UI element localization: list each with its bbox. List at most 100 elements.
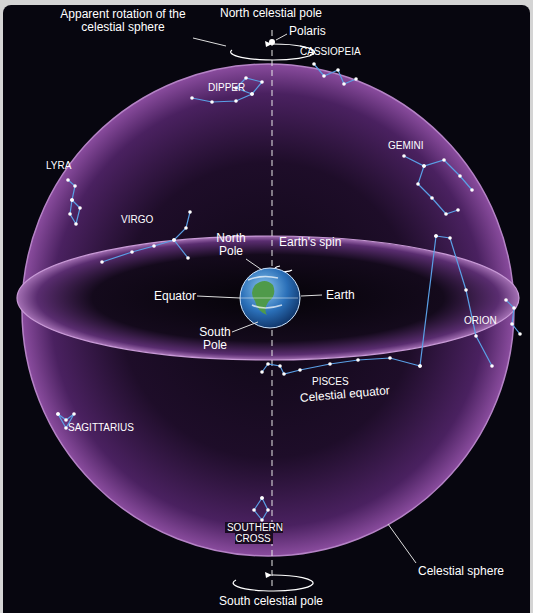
star: [418, 364, 422, 368]
star: [266, 508, 270, 512]
star: [74, 222, 78, 226]
constellation-figure: [262, 358, 420, 374]
star: [416, 182, 420, 186]
star: [444, 212, 448, 216]
annotation-label: North celestial pole: [196, 7, 346, 20]
annotation-label: Celestial sphere: [418, 565, 528, 578]
star: [260, 496, 264, 500]
constellation-figure: [174, 240, 188, 258]
star: [73, 184, 77, 188]
annotation-label: North Pole: [208, 232, 254, 258]
star: [260, 496, 264, 500]
star: [402, 154, 406, 158]
star: [250, 92, 254, 96]
earth-clouds: [248, 276, 282, 308]
constellation-name: CASSIOPEIA: [300, 46, 390, 57]
annotation-label: Apparent rotation of the celestial spher…: [54, 8, 192, 34]
constellation-figure: [418, 166, 458, 214]
annotation-label: South Pole: [195, 326, 235, 352]
star: [56, 412, 60, 416]
star: [312, 62, 316, 66]
star: [152, 244, 156, 248]
star: [260, 370, 264, 374]
star: [278, 364, 282, 368]
constellation-name: VIRGO: [121, 214, 181, 225]
star: [64, 418, 68, 422]
star: [458, 174, 462, 178]
star: [422, 164, 426, 168]
constellation-name: SOUTHERN CROSS: [214, 522, 294, 544]
star: [188, 210, 192, 214]
star: [244, 76, 248, 80]
star: [354, 77, 358, 81]
star: [336, 68, 340, 72]
star: [422, 164, 426, 168]
star: [448, 236, 452, 240]
star: [68, 212, 72, 216]
annotation-label: Polaris: [289, 25, 349, 38]
celestial-equator-plane: [17, 236, 519, 360]
star: [512, 306, 516, 310]
constellation-name: SAGITTARIUS: [68, 422, 178, 433]
constellation-lines: [56, 62, 522, 522]
star: [430, 196, 434, 200]
annotation-label: Earth's spin: [279, 236, 369, 249]
star: [130, 250, 134, 254]
constellation-figure: [102, 212, 190, 262]
label-patch: SOUTHERN CROSS: [225, 522, 283, 544]
star: [342, 82, 346, 86]
star: [474, 334, 478, 338]
rotation-arrows: [231, 44, 315, 591]
star: [434, 234, 438, 238]
constellation-figure: [404, 156, 472, 190]
star: [252, 508, 256, 512]
star: [234, 99, 238, 103]
star: [356, 358, 360, 362]
annotation-label: South celestial pole: [196, 595, 346, 608]
star: [184, 226, 188, 230]
star: [518, 332, 522, 336]
constellation-figure: [68, 180, 80, 224]
star: [504, 298, 508, 302]
star: [442, 158, 446, 162]
constellation-figure: [420, 236, 436, 366]
star: [72, 412, 76, 416]
star: [456, 208, 460, 212]
constellation-name: LYRA: [46, 160, 96, 171]
star: [470, 188, 474, 192]
panel-ground: [3, 5, 530, 613]
star: [464, 288, 468, 292]
earth-globe: [240, 268, 300, 328]
star: [56, 412, 60, 416]
star: [510, 322, 514, 326]
star: [490, 364, 494, 368]
constellation-figure: [506, 300, 520, 334]
leader-lines: [193, 34, 416, 563]
star: [298, 368, 302, 372]
constellation-figure: [314, 64, 356, 84]
star: [210, 100, 214, 104]
star: [172, 238, 176, 242]
star: [388, 356, 392, 360]
star: [78, 206, 82, 210]
star: [266, 362, 270, 366]
annotation-label: Earth: [326, 289, 376, 302]
constellation-name: DIPPER: [208, 82, 268, 93]
constellation-figure: [436, 236, 492, 366]
star: [190, 96, 194, 100]
star: [322, 74, 326, 78]
annotation-label: Equator: [146, 290, 196, 303]
star: [70, 198, 74, 202]
star: [418, 364, 422, 368]
polaris-star: [269, 39, 275, 45]
star: [100, 260, 104, 264]
star: [434, 234, 438, 238]
star: [172, 238, 176, 242]
star: [260, 80, 264, 84]
constellation-name: ORION: [464, 315, 524, 326]
star: [66, 178, 70, 182]
constellation-figure: [254, 498, 268, 520]
earth-equator: [240, 298, 298, 299]
star: [282, 372, 286, 376]
star: [64, 426, 68, 430]
